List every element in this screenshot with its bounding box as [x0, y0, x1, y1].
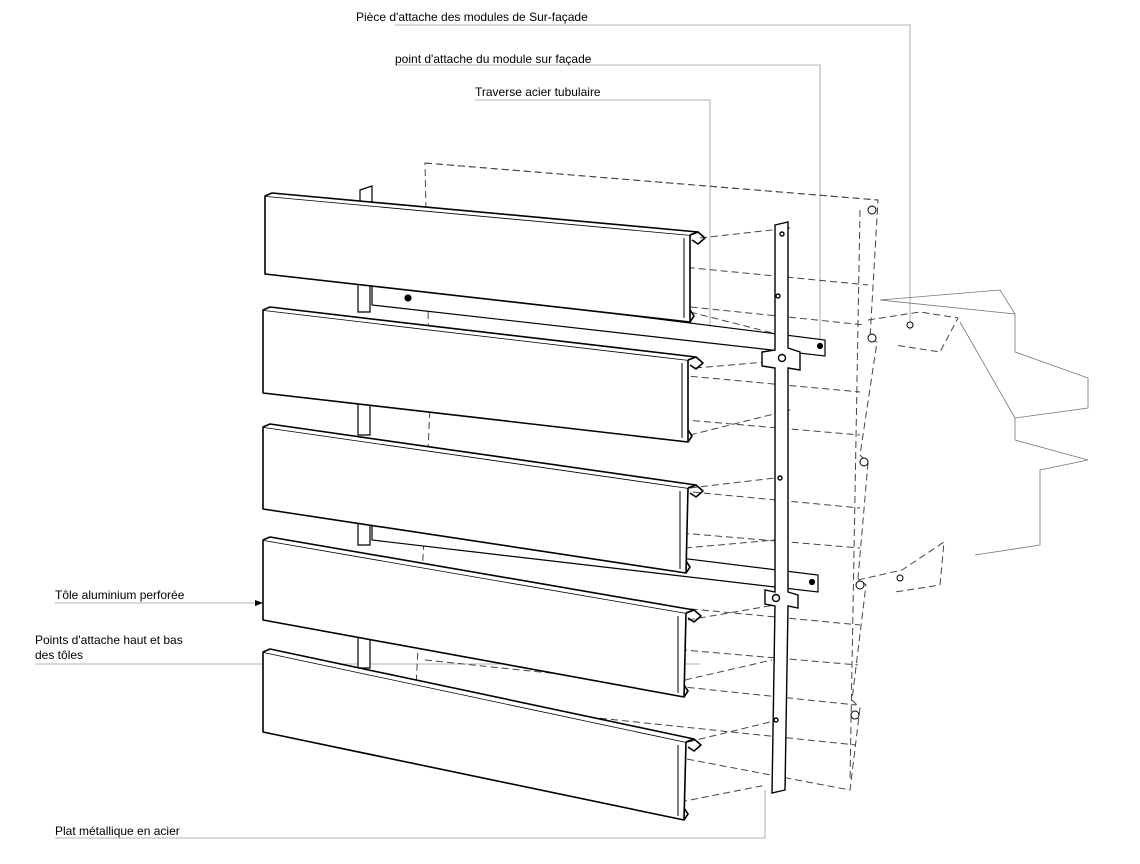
dashed-link-10 — [679, 784, 767, 803]
panel-4-bottom-hook — [683, 684, 689, 698]
dashed-link-6 — [684, 539, 776, 549]
steel-flat-hole-3 — [771, 593, 781, 603]
steel-flat-hole-4 — [777, 475, 783, 481]
building-facade — [879, 289, 1089, 556]
attachment-point-4 — [855, 580, 865, 590]
steel-flat-hole-2 — [777, 353, 787, 363]
steel-flat-hole-1 — [779, 231, 785, 237]
frame-post-right-front — [849, 209, 861, 781]
traverse-bolt-3 — [808, 578, 816, 586]
panel-5-bottom-hook — [683, 807, 689, 821]
steel-flat-hole-5 — [773, 717, 779, 723]
traverse-bolt-2 — [816, 342, 824, 350]
rear-post-segment-1 — [357, 281, 371, 313]
attachment-point-1 — [867, 205, 877, 215]
aluminium-panels — [262, 192, 706, 821]
leader-line-plat-metallique — [55, 790, 766, 839]
label-piece-attache: Pièce d'attache des modules de Sur-façad… — [356, 10, 588, 24]
leader-line-point-attache — [395, 64, 821, 345]
panel-3 — [262, 423, 704, 574]
panel-1 — [264, 192, 706, 323]
dashed-link-8 — [684, 659, 773, 681]
steel-flat — [761, 221, 801, 794]
attachment-point-3 — [859, 457, 869, 467]
label-tole: Tôle aluminium perforée — [55, 588, 185, 602]
dashed-link-7 — [687, 604, 776, 621]
module-frame-top-edge — [424, 162, 879, 201]
traverse-upper — [371, 282, 826, 357]
panel-2-bottom-hook — [687, 429, 693, 443]
dashed-link-9 — [687, 721, 771, 743]
steel-flat-hole-6 — [775, 293, 781, 299]
leader-line-piece-attache — [395, 24, 911, 330]
attachment-point-2 — [867, 333, 877, 343]
attachment-point-5 — [850, 710, 860, 720]
traverse-bolt-1 — [404, 294, 412, 302]
panel-5 — [262, 648, 702, 821]
steel-flat-plate — [761, 221, 801, 794]
label-traverse: Traverse acier tubulaire — [475, 85, 601, 99]
facade-slab-top — [879, 289, 1016, 315]
panel-1-hook — [689, 231, 706, 245]
attachment-point-7 — [896, 574, 904, 582]
panel-3-bottom-hook — [685, 560, 691, 574]
dashed-link-5 — [689, 477, 776, 489]
frame-attachment-points — [850, 205, 914, 720]
label-point-attache: point d'attache du module sur façade — [395, 52, 592, 66]
leader-line-traverse — [475, 99, 711, 340]
label-points-attache: Points d'attache haut et bas des tôles — [35, 633, 183, 663]
frame-rail-9 — [424, 659, 857, 706]
arrowhead-tole — [255, 600, 263, 606]
facade-inner-line — [959, 321, 1016, 419]
facade-outline-middle — [974, 439, 1089, 556]
dashed-link-4 — [689, 409, 791, 436]
panel-4-hook — [685, 609, 702, 623]
frame-rail-2 — [427, 279, 866, 326]
rear-post — [357, 185, 373, 669]
attachment-point-6 — [906, 321, 914, 329]
facade-outline-upper — [879, 299, 1089, 440]
label-points-attache-line2: des tôles — [35, 648, 84, 662]
panel-4 — [262, 536, 702, 698]
label-plat-metallique: Plat métallique en acier — [55, 824, 180, 838]
panel-1-bottom-hook — [689, 309, 695, 323]
panel-3-hook — [687, 484, 704, 498]
panel-2 — [262, 306, 704, 443]
frame-bracket-upper — [867, 311, 959, 353]
panel-5-hook — [685, 738, 702, 752]
label-points-attache-line1: Points d'attache haut et bas — [35, 633, 183, 647]
dashed-link-1 — [699, 227, 791, 239]
frame-bracket-lower — [857, 541, 945, 593]
panel-2-hook — [687, 356, 704, 370]
